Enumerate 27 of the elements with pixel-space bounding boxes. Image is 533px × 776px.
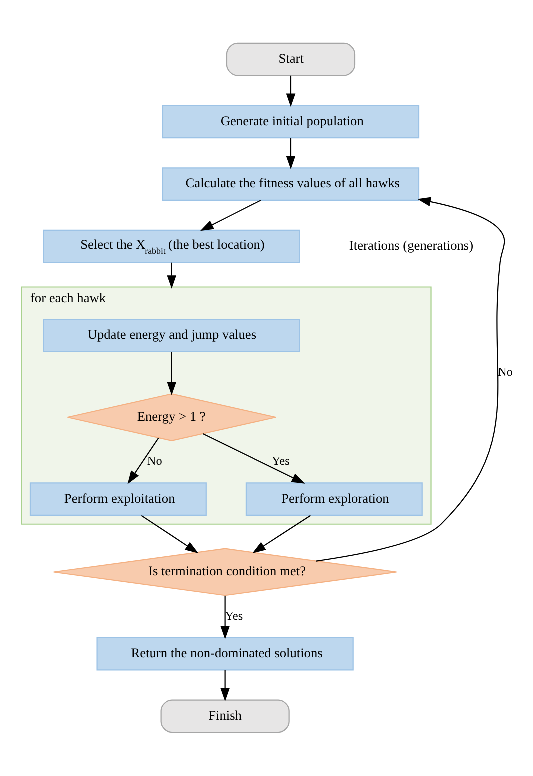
arrow [220,596,230,640]
arrow [202,433,306,484]
node-box: Select the X$_{rabbit}$ (the best location) [43,230,300,264]
node-box: Start [226,42,356,76]
edge-label: No [498,365,514,380]
arrow [286,76,296,108]
node-diamond: Energy > 1 ? [67,394,277,442]
arrow [286,138,296,170]
node-box: Calculate the fitness values of all hawks [162,168,420,201]
arrow [141,515,199,554]
arrow [316,197,506,562]
node-box: Return the non-dominated solutions [96,637,354,671]
edge-label: Yes [272,454,290,468]
arrow [252,515,312,554]
node-box: Generate initial population [162,105,420,139]
arrow [200,200,262,232]
node-diamond: Is termination condition met? [53,548,398,596]
node-box: Finish [160,700,290,734]
label: Iterations (generations) [349,238,474,254]
arrow [167,352,177,396]
node-box: Update energy and jump values [43,318,300,352]
node-box: Perform exploration [246,482,423,516]
node-box: Perform exploitation [30,482,207,516]
arrow [167,262,177,289]
arrow [128,438,160,484]
edge-label: No [147,454,162,468]
arrow [220,670,230,702]
